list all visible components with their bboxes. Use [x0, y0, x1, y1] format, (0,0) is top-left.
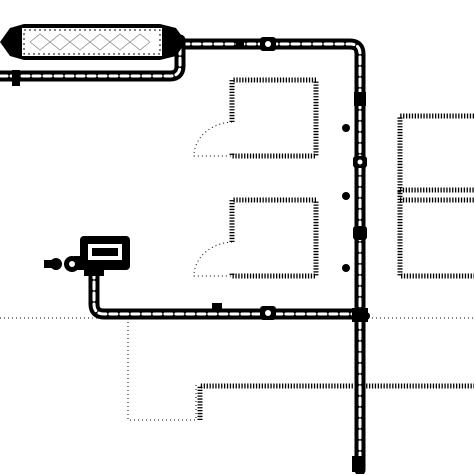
valve-icon [362, 312, 370, 320]
horizontal-tank-icon [0, 24, 186, 60]
valve-icon [236, 39, 244, 49]
valve-icon [352, 456, 364, 472]
dotted-boundary-lower [127, 318, 197, 421]
door-swing-arc-middle [193, 241, 233, 277]
door-swing-arc-upper [193, 121, 233, 157]
room-right [397, 113, 474, 279]
valve-icon [212, 303, 222, 311]
valve-icon [353, 226, 367, 240]
room-middle [229, 197, 319, 279]
valve-icon [12, 70, 20, 86]
room-upper [229, 77, 319, 159]
valve-icon [342, 124, 350, 132]
pipe-bottom-run [88, 254, 366, 320]
pipe-network [0, 34, 366, 474]
valve-icon [342, 264, 350, 272]
valve-icon [354, 92, 366, 106]
pump-icon [44, 236, 130, 276]
pipe-top-run [176, 38, 366, 474]
pipe-fittings [12, 37, 370, 472]
valve-icon [342, 192, 350, 200]
wall-bottom [197, 383, 474, 420]
